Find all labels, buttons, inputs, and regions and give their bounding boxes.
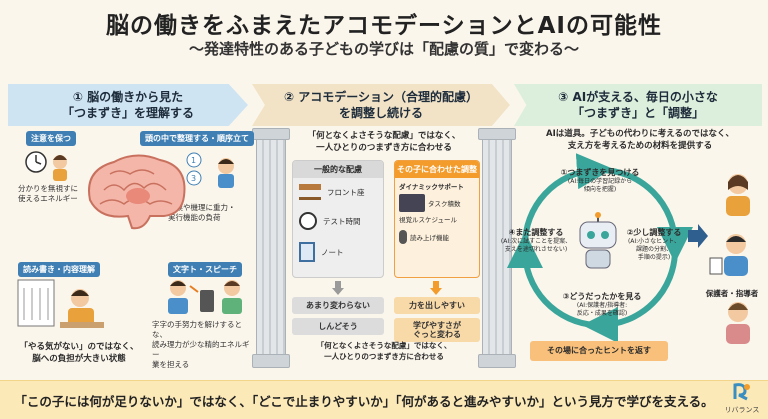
cycle-step-3-sub2: 反応・成果を確認) [576,310,628,317]
section3-intro-line2: 支え方を考えるための材料を提供する [567,141,713,151]
svg-text:3: 3 [191,174,196,183]
cycle-step-1-title: ①つまずきを見つける [560,168,640,177]
attention-tag: 注意を保つ [26,131,76,146]
section2-intro: 「何となくよさそうな配慮」ではなく、 一人ひとりのつまずき方に合わせる [290,130,478,154]
desk-icon [299,184,321,200]
section2-intro-line2: 一人ひとりのつまずき方に合わせる [316,143,452,153]
tailored-result-2-line1: 学びやすさが [413,321,461,330]
section3-intro: AIは道具。子どもの代わりに考えるのではなく、 支え方を考えるための材料を提供す… [520,128,760,152]
down-arrow-icon [430,281,442,295]
fit-item-visual-schedule: 視覚ルスケジュール [399,216,458,224]
fit-item-dynamic: ダイナミックサポート [399,183,464,191]
hint-return-banner: その場に合ったヒントを返す [530,341,668,361]
child-writing-icon [168,280,242,314]
reading-tag: 読み書き・内容理解 [18,262,100,277]
writing-desc: 字字の手努力を解けするとな、 読み理力が少な精的エネルギー 業を担える [152,320,252,370]
tailored-card-header: その子に合わせた調整 [395,161,479,178]
section2-conclusion-line1: 「何となくよさそうな配慮」ではなく、 [316,341,452,350]
writing-desc-line2: 読み理力が少な精的エネルギー [152,340,250,359]
tailored-result-2-line2: ぐっと変わる [413,330,461,339]
general-item-seat: フロント座 [293,178,383,206]
logo-text: リバランス [724,406,760,414]
general-accommodation-card: 一般的な配慮 フロント座 テスト時間 ノート [292,160,384,278]
right-arrow-icon [688,224,708,248]
notebook-icon [299,242,315,262]
cycle-step-2-sub1: (AI:小さなヒント、 [627,238,681,245]
cycle-step-1: ①つまずきを見つける (AI:毎日の学習記録から 傾向を把握) [548,168,652,194]
clock-icon [299,212,317,230]
attention-desc-line2: 使えるエネルギー [18,194,78,203]
section1-conclusion: 「やる気がない」のではなく、 脳への負担が大きい状態 [14,341,144,365]
guardian-label: 保護者・指導者 [705,289,759,298]
page-title: 脳の働きをふまえたアコモデーションとAIの可能性 [106,13,662,39]
cycle-step-4-title: ④また調整する [508,228,564,237]
cycle-step-2-sub2: 課題の分割、 [635,246,672,253]
guardians-illustration [709,174,750,344]
section3-banner: ③ AIが支える、毎日の小さな 「つまずき」と「調整」 [514,84,762,126]
section1-banner: ① 脳の働きから見た 「つまずき」を理解する [8,84,248,126]
attention-desc: 分かりを無視すに 使えるエネルギー [18,184,88,204]
organize-desc-line1: 仕業や機理に重力・ [168,203,236,212]
writing-desc-line3: 業を担える [152,360,190,369]
organize-desc: 仕業や機理に重力・ 実行機能の負荷 [168,203,250,223]
attention-desc-line1: 分かりを無視すに [18,184,78,193]
cycle-step-3-title: ③どうだったかを見る [562,292,642,301]
writing-tag: 文字ト・スピーチ [168,262,242,277]
cycle-step-3-sub1: (AI:保護者/指導者: [576,302,628,309]
child-clock-icon [25,151,67,181]
down-arrow-icon [332,281,344,295]
section3-banner-line1: ③ AIが支える、毎日の小さな [558,90,718,104]
writing-desc-line1: 字字の手努力を解けするとな、 [152,320,242,339]
brain-illustration [88,154,186,230]
tailored-accommodation-card: その子に合わせた調整 ダイナミックサポート タスク積数 視覚ルスケジュール 読み… [394,160,480,278]
support-cycle-diagram [506,153,693,343]
cycle-step-1-sub1: (AI:毎日の学習記録から [567,178,633,185]
section2-conclusion: 「何となくよさそうな配慮」ではなく、 一人ひとりのつまずき方に合わせる [290,340,478,362]
cycle-step-2: ②少し調整する (AI:小さなヒント、 課題の分割、 手順の提示) [618,228,690,262]
cycle-step-2-sub3: 手順の提示) [637,254,671,261]
section2-banner-line2: を調整し続ける [338,106,423,120]
general-item-time: テスト時間 [293,206,383,236]
general-item-label: フロント座 [327,187,365,197]
fit-item-read-aloud: 読み上げ機能 [410,234,449,242]
robot-icon [579,212,617,269]
general-item-label: ノート [321,247,344,257]
rebalance-logo: リバランス [722,381,762,415]
organize-desc-line2: 実行機能の負荷 [168,213,221,222]
section1-conclusion-line1: 「やる気がない」のではなく、 [19,342,139,352]
section1-banner-line2: 「つまずき」を理解する [61,106,194,120]
page-subtitle: 〜発達特性のある子どもの学びは「配慮の質」で変わる〜 [188,40,579,58]
logo-mark-icon [733,383,750,401]
child-thinking-icon: 1 3 [186,152,234,188]
pillar-left [252,128,290,368]
microphone-icon [399,230,407,244]
organize-tag: 頭の中で整理する・順序立て [140,131,254,146]
section3-intro-line1: AIは道具。子どもの代わりに考えるのではなく、 [546,129,734,139]
general-card-header: 一般的な配慮 [293,161,383,178]
general-item-note: ノート [293,236,383,268]
section1-banner-line1: ① 脳の働きから見た [72,90,184,104]
child-reading-icon [17,279,104,328]
cycle-step-3: ③どうだったかを見る (AI:保護者/指導者: 反応・成果を確認) [548,292,656,318]
section2-conclusion-line2: 一人ひとりのつまずき方に合わせる [324,352,444,361]
fit-item-task: タスク積数 [428,200,461,208]
section2-banner: ② アコモデーション（合理的配慮） を調整し続ける [252,84,510,126]
section2-intro-line1: 「何となくよさそうな配慮」ではなく、 [307,131,461,141]
footer-message: 「この子には何が足りないか」ではなく、「どこで止まりやすいか」「何があると進みや… [0,380,768,419]
cycle-step-4-sub2: 支えを途切れさせない) [504,246,568,253]
section2-banner-line1: ② アコモデーション（合理的配慮） [283,90,479,104]
cycle-step-4: ④また調整する (AI:次に試すことを提案、 支えを途切れさせない) [496,228,576,254]
tailored-result-2: 学びやすさが ぐっと変わる [394,318,480,342]
general-result-2: しんどそう [292,318,384,335]
svg-text:1: 1 [191,156,196,165]
cycle-step-2-title: ②少し調整する [626,228,682,237]
section1-conclusion-line2: 脳への負担が大きい状態 [32,354,126,364]
tablet-icon [399,194,425,212]
general-result-1: あまり変わらない [292,297,384,314]
section3-banner-line2: 「つまずき」と「調整」 [571,106,704,120]
general-item-label: テスト時間 [323,216,361,226]
cycle-step-4-sub1: (AI:次に試すことを提案、 [500,238,572,245]
tailored-result-1: 力を出しやすい [394,297,480,314]
cycle-step-1-sub2: 傾向を把握) [583,186,617,193]
